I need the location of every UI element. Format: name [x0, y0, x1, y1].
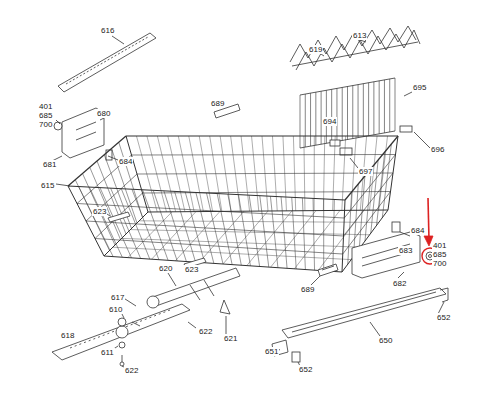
callout-number: 650: [378, 336, 393, 345]
callout-number: 622: [124, 366, 139, 375]
callout-number: 622: [198, 327, 213, 336]
callout-number: 651: [264, 347, 279, 356]
callout-number: 401: [432, 241, 447, 250]
callout-number: 652: [298, 365, 313, 374]
callout-number: 615: [40, 181, 55, 190]
callout-number: 689: [300, 285, 315, 294]
callout-number: 695: [412, 83, 427, 92]
callout-number: 689: [210, 99, 225, 108]
callout-number: 611: [100, 348, 115, 357]
callout-number: 401: [38, 102, 53, 111]
callout-number: 685: [38, 111, 53, 120]
callout-number: 619: [308, 45, 323, 54]
callout-number: 610: [108, 305, 123, 314]
callout-number: 620: [158, 264, 173, 273]
callout-number: 684: [410, 226, 425, 235]
callout-number: 623: [92, 207, 107, 216]
callout-number: 694: [322, 117, 337, 126]
callout-number: 697: [358, 167, 373, 176]
callout-number: 684: [118, 157, 133, 166]
callout-number: 652: [436, 313, 451, 322]
callout-number: 681: [42, 160, 57, 169]
callout-number: 682: [392, 279, 407, 288]
callout-number: 613: [352, 31, 367, 40]
callout-number: 616: [100, 26, 115, 35]
callout-number: 618: [60, 331, 75, 340]
callout-number: 683: [398, 246, 413, 255]
callout-number: 623: [184, 265, 199, 274]
callout-number: 680: [96, 109, 111, 118]
callout-number: 685: [432, 250, 447, 259]
callout-number: 700: [432, 259, 447, 268]
callout-number: 621: [223, 334, 238, 343]
callout-number: 617: [110, 293, 125, 302]
callout-number: 700: [38, 120, 53, 129]
callout-number: 696: [430, 145, 445, 154]
